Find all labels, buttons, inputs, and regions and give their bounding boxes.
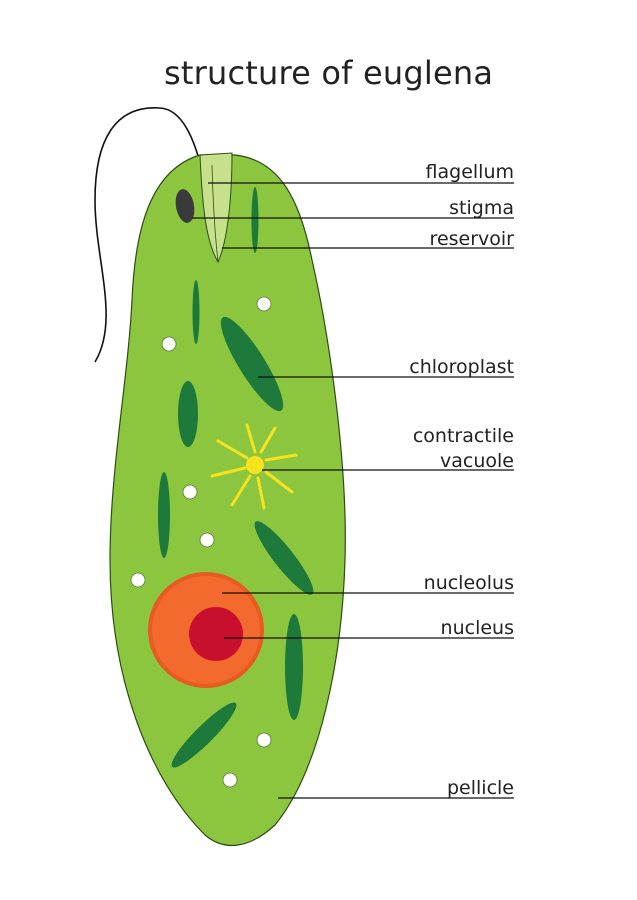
label-flagellum: flagellum [425,161,514,183]
label-reservoir: reservoir [429,228,514,250]
cell-body [109,154,346,847]
chloroplast [285,614,303,720]
stigma [175,189,195,223]
chloroplast [220,316,284,412]
flagellum [94,107,216,363]
chloroplast [178,381,198,447]
label-vacuole: vacuole [440,450,514,472]
chloroplast [251,187,259,253]
label-chloroplast: chloroplast [409,356,514,378]
leader-lines [192,182,514,799]
label-contractile: contractile [412,425,514,447]
granule [256,296,272,312]
contractile-vacuole [210,423,298,510]
granule [161,336,177,352]
chloroplast [192,280,200,344]
nucleus-ring [148,572,264,688]
chloroplast [171,702,237,768]
granule [222,772,238,788]
label-pellicle: pellicle [446,777,514,799]
granule [199,532,215,548]
granule [182,484,198,500]
label-stigma: stigma [449,197,514,219]
granule [130,572,146,588]
label-nucleolus: nucleolus [423,572,514,594]
label-nucleus: nucleus [440,617,514,639]
nucleolus [189,607,243,661]
contractile-vacuole-center [246,456,264,474]
granule [256,732,272,748]
chloroplast [254,521,314,595]
chloroplast [158,472,170,558]
diagram-title: structure of euglena [164,54,494,92]
